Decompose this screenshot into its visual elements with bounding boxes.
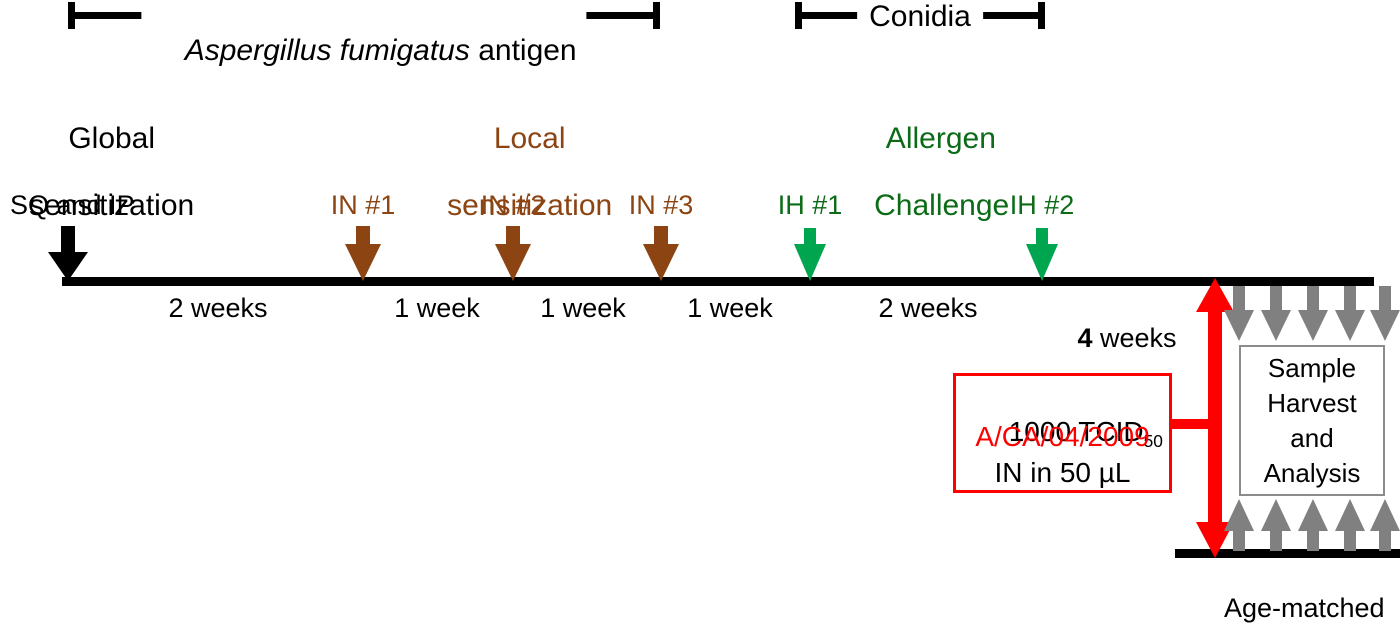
antigen-bracket-right-cap — [653, 2, 660, 29]
interval-label-1: 2 weeks — [168, 293, 268, 323]
conidia-bracket-label: Conidia — [857, 0, 983, 34]
control-timeline-axis — [1175, 549, 1400, 558]
sample-arrow-up-3 — [1298, 499, 1328, 551]
analysis-box: Sample Harvest and Analysis — [1239, 345, 1385, 496]
analysis-box-line4: Analysis — [1263, 458, 1361, 488]
sample-arrow-up-2 — [1261, 499, 1291, 551]
sample-arrow-down-3 — [1298, 286, 1328, 341]
event-arrow-in-3 — [643, 226, 679, 281]
infection-box-line1: 1000 TCID50 — [956, 385, 1169, 479]
interval-6-bold-number: 4 — [1077, 323, 1093, 354]
interval-label-5: 2 weeks — [878, 293, 978, 323]
infection-box-line2: A/CA/04/2009 — [975, 421, 1150, 452]
analysis-box-line1: Sample — [1267, 353, 1357, 383]
infection-connector-horizontal — [1169, 419, 1219, 429]
phase-challenge-line1: Allergen — [885, 121, 996, 155]
phase-title-challenge: Allergen Challenge — [841, 88, 1009, 256]
interval-6-unit: weeks — [1092, 323, 1177, 354]
event-label-sq-ip: SQ and IP — [10, 190, 135, 220]
infection-box-line3: IN in 50 µL — [994, 457, 1131, 488]
interval-label-4: 1 week — [687, 293, 773, 323]
infection-box: 1000 TCID50 A/CA/04/2009 IN in 50 µL — [953, 373, 1172, 493]
conidia-bracket-left-cap — [795, 2, 802, 29]
sample-arrow-down-5 — [1370, 286, 1400, 341]
sample-arrow-up-4 — [1335, 499, 1365, 551]
interval-label-6: 4 weeks — [1047, 293, 1176, 384]
control-group-label: Age-matched C57BL/6 mice — [1190, 563, 1390, 629]
antigen-suffix: antigen — [469, 33, 577, 67]
antigen-bracket-left-cap — [68, 2, 75, 29]
sample-arrow-down-4 — [1335, 286, 1365, 341]
phase-global-line2: sensitization — [29, 188, 195, 222]
event-arrow-in-1 — [345, 226, 381, 281]
infection-dose: 1000 TCID — [1008, 416, 1144, 448]
control-group-line1: Age-matched — [1223, 593, 1385, 624]
antigen-bracket-label: Aspergillus fumigatus antigen — [141, 0, 587, 101]
antigen-species-name: Aspergillus fumigatus — [184, 33, 470, 67]
event-label-ih-2: IH #2 — [1009, 190, 1075, 220]
phase-title-global: Global sensitization — [0, 88, 194, 256]
sample-arrow-down-1 — [1224, 286, 1254, 341]
event-label-in-3: IN #3 — [628, 190, 694, 220]
event-label-in-2: IN #2 — [480, 190, 546, 220]
event-arrow-ih-2 — [1026, 228, 1058, 281]
phase-local-line1: Local — [493, 121, 566, 155]
analysis-box-line3: and — [1290, 423, 1334, 453]
sample-arrow-up-5 — [1370, 499, 1400, 551]
phase-global-line1: Global — [68, 121, 156, 155]
phase-challenge-line2: Challenge — [874, 188, 1010, 222]
conidia-bracket-right-cap — [1038, 2, 1045, 29]
main-timeline-axis — [62, 277, 1374, 286]
event-arrow-ih-1 — [794, 228, 826, 281]
sample-arrow-up-1 — [1224, 499, 1254, 551]
interval-label-3: 1 week — [540, 293, 626, 323]
phase-local-line2: sensitization — [447, 188, 613, 222]
event-label-in-1: IN #1 — [330, 190, 396, 220]
phase-title-local: Local sensitization — [414, 88, 612, 256]
infection-double-arrow — [1196, 278, 1234, 558]
sample-arrow-down-2 — [1261, 286, 1291, 341]
event-label-ih-1: IH #1 — [777, 190, 843, 220]
infection-dose-subscript: 50 — [1143, 430, 1163, 451]
analysis-box-line2: Harvest — [1267, 388, 1357, 418]
interval-label-2: 1 week — [394, 293, 480, 323]
